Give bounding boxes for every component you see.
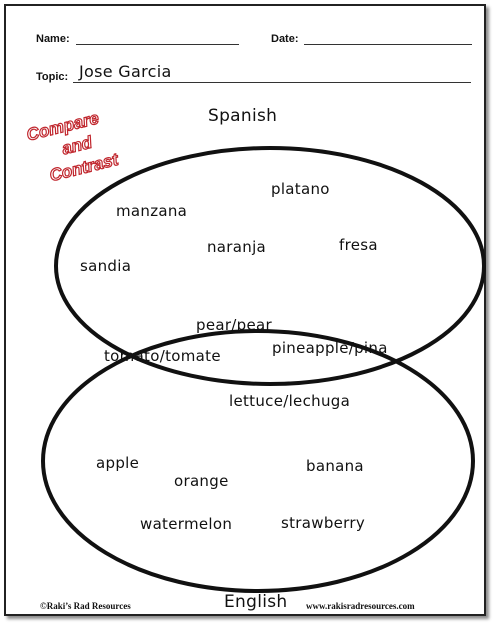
date-label: Date: [271,33,299,45]
topic-value: Jose Garcia [79,62,172,81]
word-sandia: sandia [80,257,132,275]
venn-label-spanish: Spanish [208,106,278,126]
word-pear: pear/pear [196,316,272,334]
name-field-line[interactable] [76,44,239,45]
venn-circle-spanish [54,146,486,386]
topic-label: Topic: [36,71,69,83]
date-field-line[interactable] [304,44,472,45]
word-watermelon: watermelon [140,515,233,533]
venn-circle-english [41,329,475,593]
word-orange: orange [174,472,229,490]
venn-label-english: English [224,592,288,612]
word-naranja: naranja [207,238,267,256]
word-fresa: fresa [339,236,378,254]
topic-field-line[interactable] [73,82,471,83]
word-manzana: manzana [116,202,188,220]
word-platano: platano [271,180,330,198]
worksheet-page [4,4,486,616]
footer-website[interactable]: www.rakisradresources.com [306,601,415,611]
word-pineapple: pineapple/pina [272,339,388,357]
footer-copyright: ©Raki’s Rad Resources [40,601,131,611]
word-lettuce: lettuce/lechuga [229,392,351,410]
word-strawberry: strawberry [281,514,366,532]
word-tomato: tomato/tomate [104,347,221,365]
word-apple: apple [96,454,140,472]
word-banana: banana [306,457,364,475]
name-label: Name: [36,33,70,45]
